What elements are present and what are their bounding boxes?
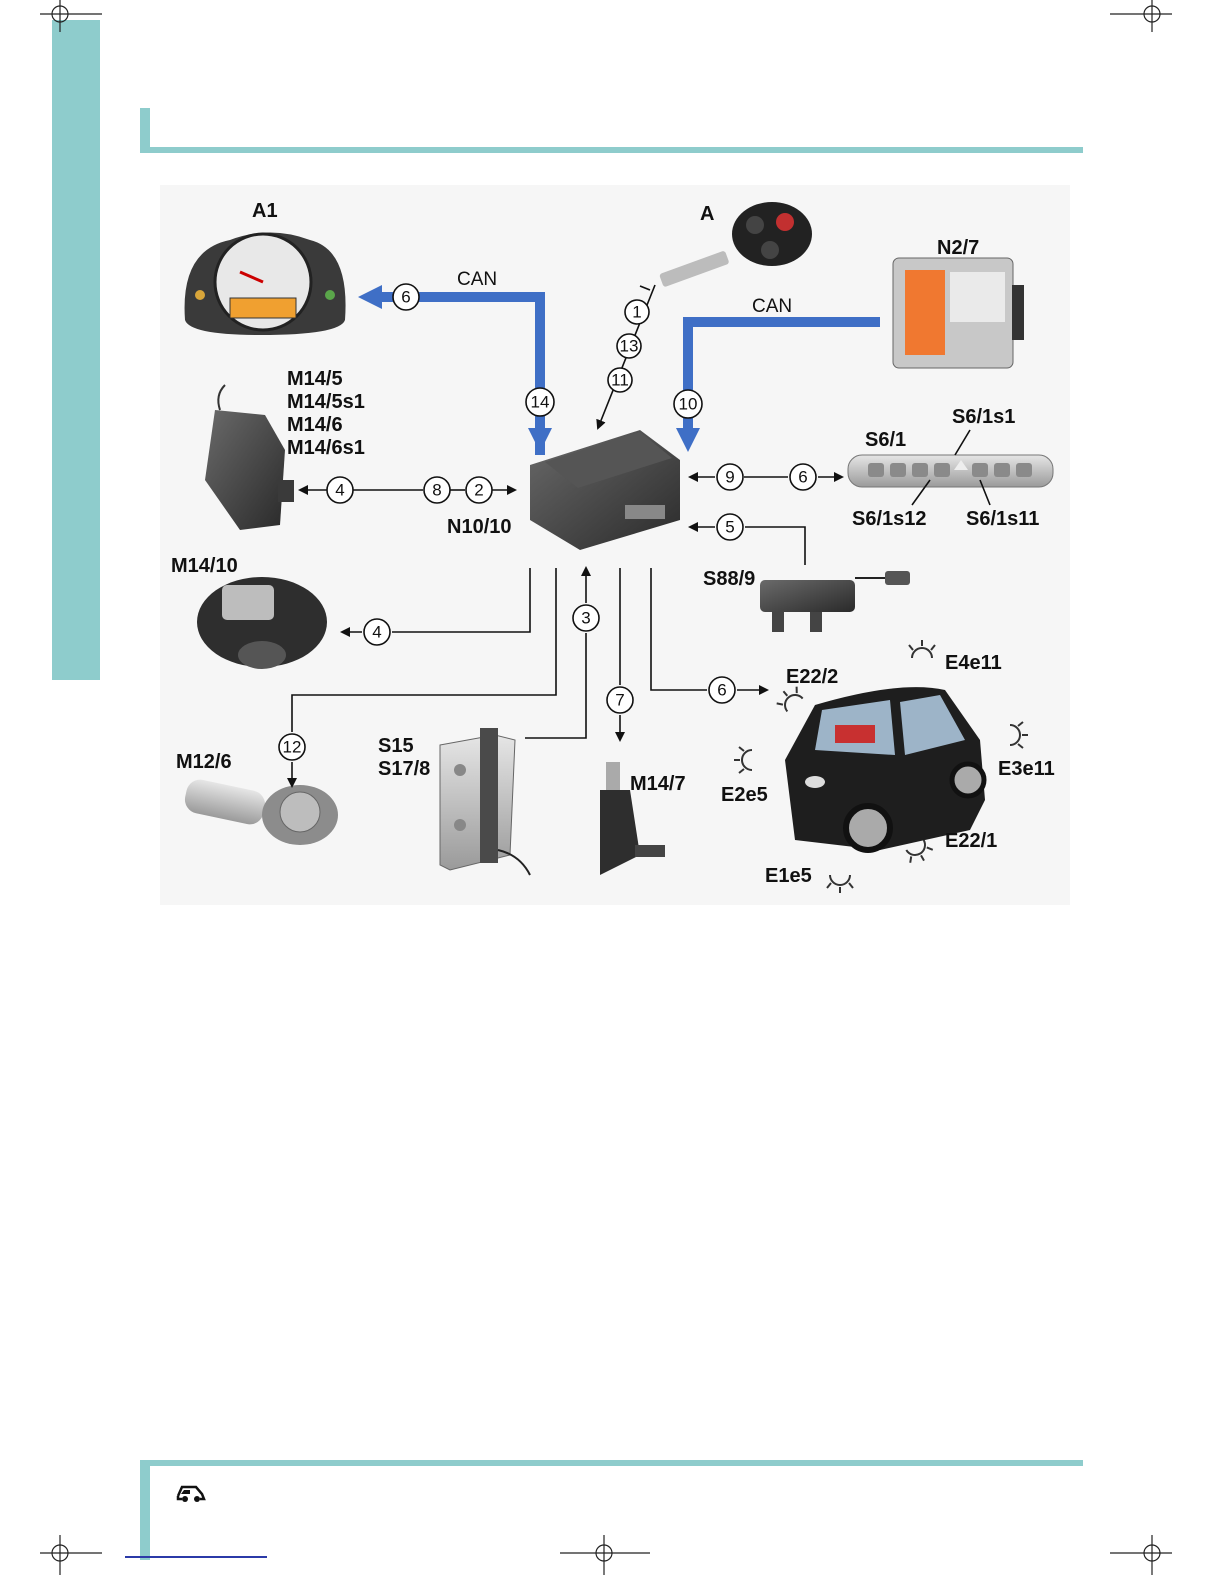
label-n10-10: N10/10 [447, 516, 512, 538]
callout-2-text: 2 [474, 481, 483, 500]
label-a1: A1 [252, 200, 278, 222]
callout-6-can-text: 6 [401, 288, 410, 307]
label-a: A [700, 203, 714, 225]
callout-11-text: 11 [611, 371, 629, 390]
callout-5-text: 5 [725, 518, 734, 537]
callout-9-text: 9 [725, 468, 734, 487]
label-m14-6s1: M14/6s1 [287, 437, 365, 459]
callout-1-text: 1 [632, 303, 641, 322]
label-e1e5: E1e5 [765, 865, 812, 887]
label-s17-8: S17/8 [378, 758, 430, 780]
label-m14-10: M14/10 [171, 555, 238, 577]
label-m14-5s1: M14/5s1 [287, 391, 365, 413]
callout-14-text: 14 [531, 393, 550, 412]
label-m12-6: M12/6 [176, 751, 232, 773]
label-can-right: CAN [752, 296, 792, 317]
label-e22-1: E22/1 [945, 830, 997, 852]
airbag-control-unit-image [893, 258, 1024, 368]
label-m14-5: M14/5 [287, 368, 343, 390]
callout-6-car-text: 6 [717, 681, 726, 700]
label-m14-6: M14/6 [287, 414, 343, 436]
callout-10-text: 10 [679, 395, 698, 414]
label-e3e11: E3e11 [998, 758, 1055, 780]
label-s6-1s11: S6/1s11 [966, 508, 1039, 530]
label-n2-7: N2/7 [937, 237, 979, 259]
label-s15: S15 [378, 735, 414, 757]
label-can-left: CAN [457, 269, 497, 290]
callout-8-text: 8 [432, 481, 441, 500]
label-m14-7: M14/7 [630, 773, 686, 795]
car-image [785, 687, 985, 850]
switch-panel-image [848, 455, 1053, 487]
callout-4-lock-text: 4 [335, 481, 344, 500]
callout-13-text: 13 [620, 337, 639, 356]
system-diagram: 6 1 13 11 14 10 4 8 2 9 6 5 3 4 6 7 12 A… [160, 185, 1070, 905]
callout-6-switch-text: 6 [798, 468, 807, 487]
label-s88-9: S88/9 [703, 568, 755, 590]
car-service-icon [176, 1482, 206, 1504]
label-e22-2: E22/2 [786, 666, 838, 688]
label-s6-1s12: S6/1s12 [852, 508, 927, 530]
callout-3-text: 3 [581, 609, 590, 628]
label-e4e11: E4e11 [945, 652, 1002, 674]
label-e2e5: E2e5 [721, 784, 768, 806]
label-s6-1s1: S6/1s1 [952, 406, 1015, 428]
callout-7-text: 7 [615, 691, 624, 710]
callout-12-text: 12 [283, 738, 302, 757]
callout-4-fuel-text: 4 [372, 623, 381, 642]
label-s6-1: S6/1 [865, 429, 906, 451]
